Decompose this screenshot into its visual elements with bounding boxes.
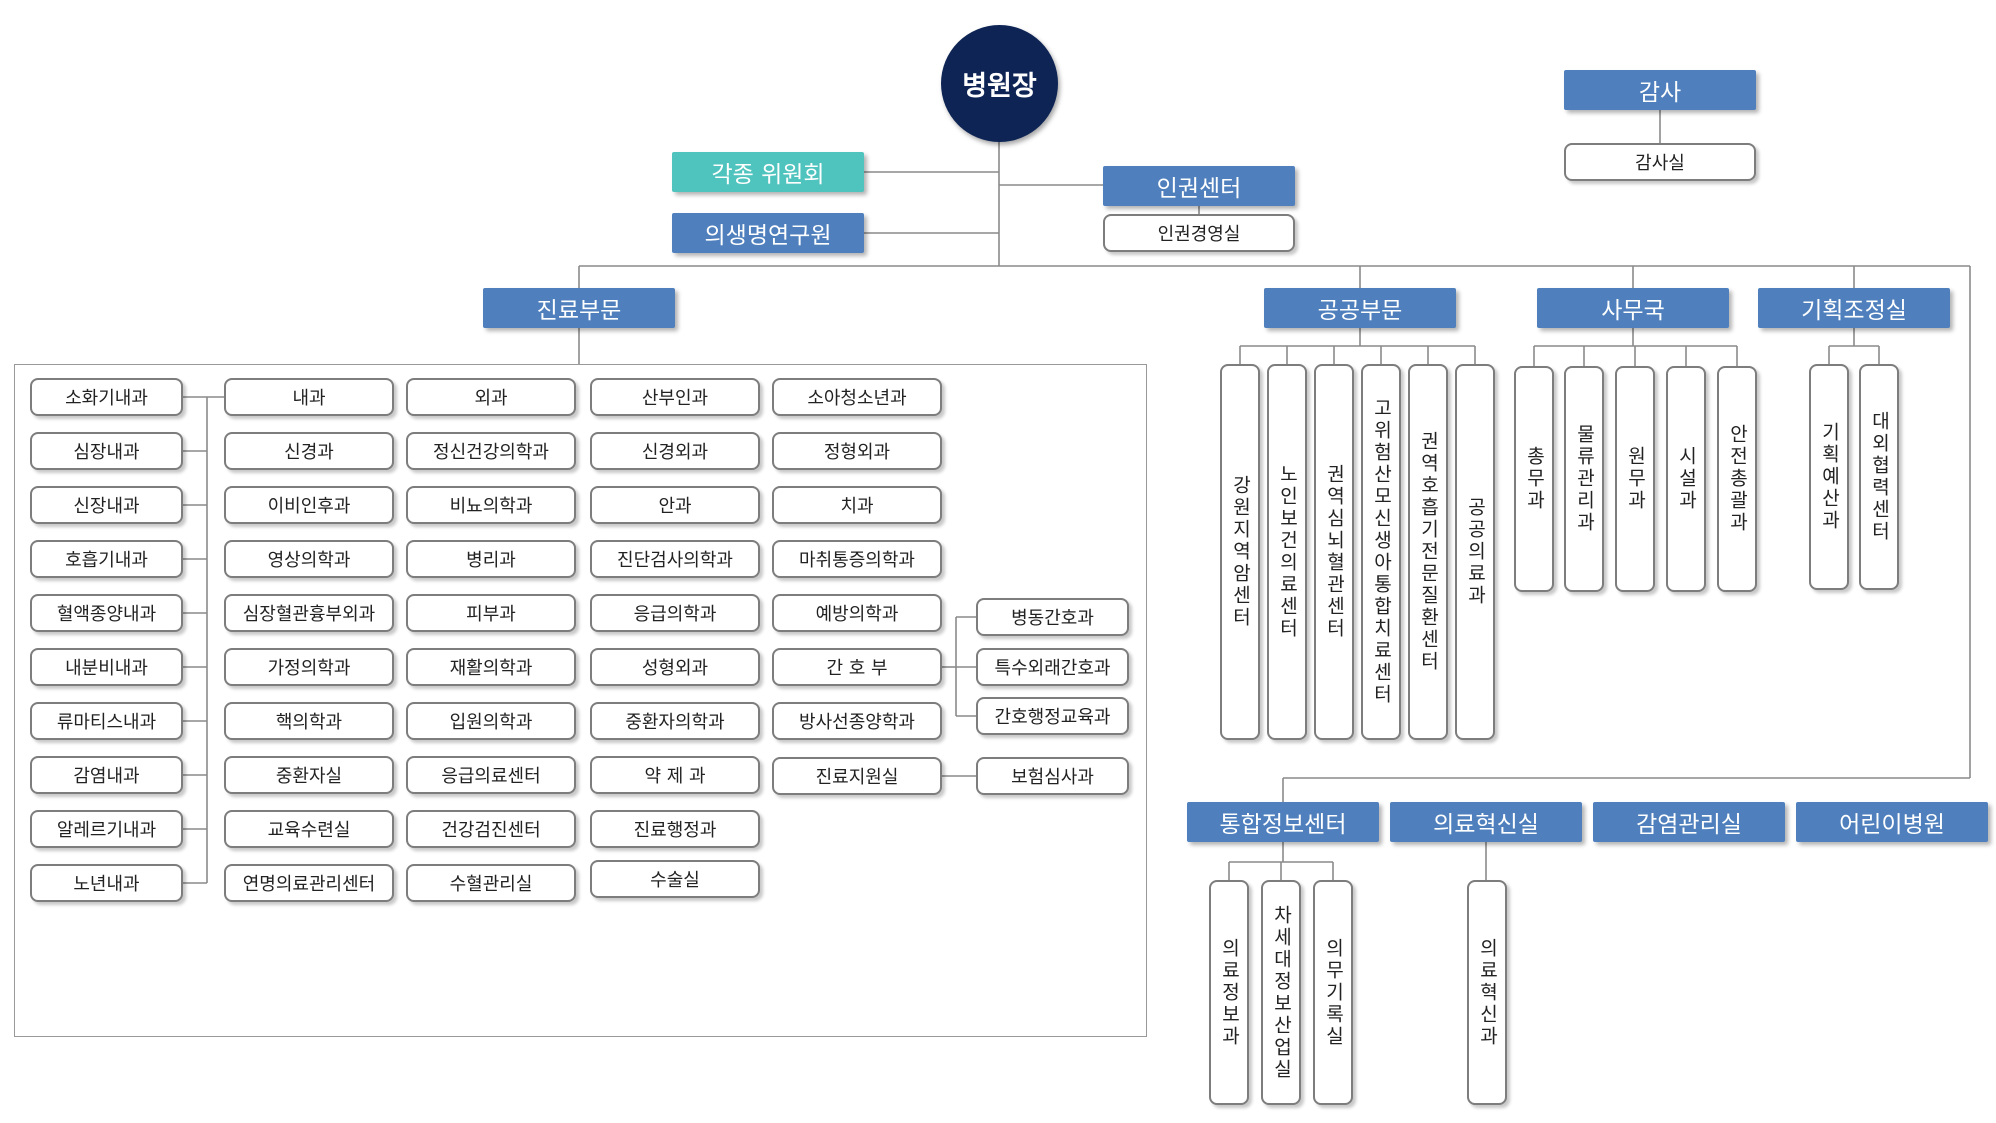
clinical-frame <box>14 364 1147 1037</box>
